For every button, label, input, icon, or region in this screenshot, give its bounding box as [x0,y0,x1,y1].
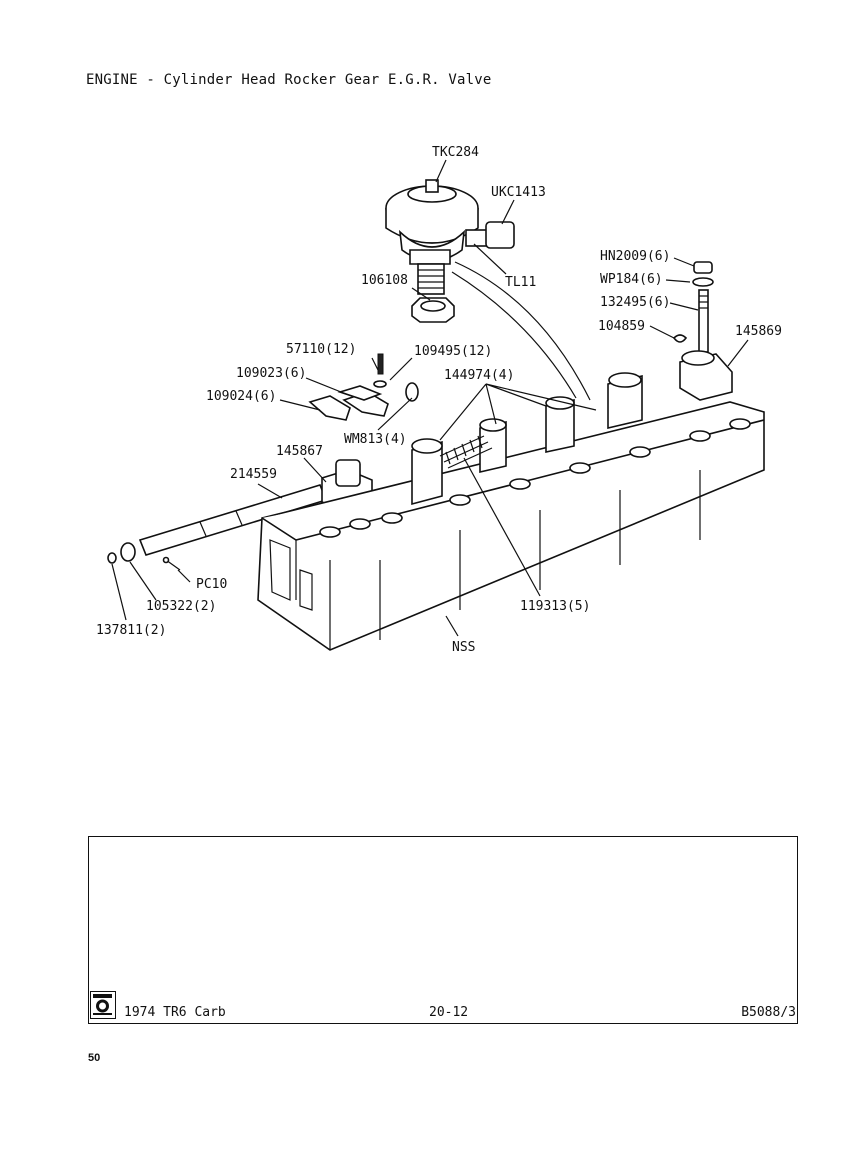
label-nss: NSS [452,640,475,655]
label-pc10: PC10 [196,577,227,592]
hex-nut-106108 [411,297,455,323]
label-137811: 137811(2) [96,623,166,638]
label-ukc1413: UKC1413 [491,185,546,200]
spacer-and-clip [107,542,181,571]
label-109024: 109024(6) [206,389,276,404]
rocker-pedestals-144974 [411,372,643,506]
rocker-arms [308,353,419,421]
exploded-parts-diagram: TKC284 UKC1413 TL11 106108 HN2009(6) WP1… [96,145,782,655]
label-109495: 109495(12) [414,344,492,359]
label-145867: 145867 [276,444,323,459]
footer-page-ref: 20-12 [429,1005,469,1020]
page-title: ENGINE - Cylinder Head Rocker Gear E.G.R… [86,72,492,88]
label-144974: 144974(4) [444,368,514,383]
label-57110: 57110(12) [286,342,356,357]
label-145869: 145869 [735,324,782,339]
label-hn2009: HN2009(6) [600,249,670,264]
footer-bar: 1974 TR6 Carb 20-12 B5088/3 [90,991,796,1023]
leader-lines [111,159,749,637]
label-wm813: WM813(4) [344,432,407,447]
pedestal-145869 [679,350,733,401]
notes-box [88,836,798,1024]
label-tkc284: TKC284 [432,145,479,160]
page-number: 50 [88,1052,101,1064]
cylinder-head [257,401,765,651]
label-132495: 132495(6) [600,295,670,310]
footer-model: 1974 TR6 Carb [124,1005,226,1020]
british-leyland-logo-icon [90,991,116,1019]
spring-119313 [439,435,493,469]
label-214559: 214559 [230,467,277,482]
label-106108: 106108 [361,273,408,288]
label-104859: 104859 [598,319,645,334]
label-tl11: TL11 [505,275,536,290]
label-109023: 109023(6) [236,366,306,381]
stud-assembly [672,261,714,353]
footer-plate-ref: B5088/3 [741,1005,796,1020]
label-119313: 119313(5) [520,599,590,614]
label-105322: 105322(2) [146,599,216,614]
label-wp184: WP184(6) [600,272,663,287]
egr-valve [385,179,479,295]
